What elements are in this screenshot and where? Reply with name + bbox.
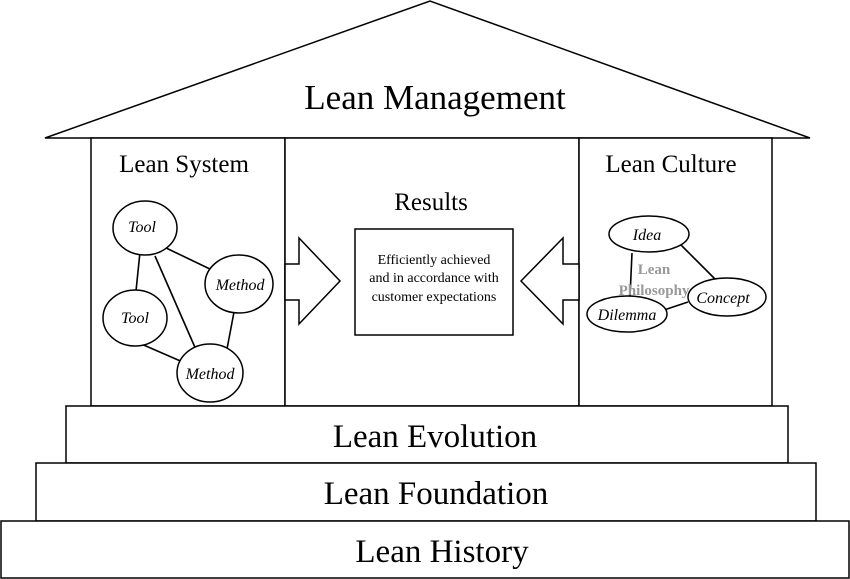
pillar-lean-culture [578, 137, 773, 407]
results-title: Results [394, 189, 468, 216]
lean-system-network: Tool Method Tool Method [102, 200, 274, 403]
edge-dilemma-concept [663, 301, 689, 311]
node-concept [687, 277, 767, 317]
lean-culture-title: Lean Culture [605, 151, 736, 178]
arrow-left-into-results [519, 236, 580, 326]
node-method-bottom [176, 343, 244, 403]
step-lean-history [0, 520, 850, 579]
step-lean-evolution [65, 405, 789, 464]
edge-method-right-method-bottom [226, 311, 235, 350]
node-tool-top [112, 200, 178, 256]
edge-tool-method-bottom [154, 255, 198, 353]
step-lean-evolution-label: Lean Evolution [333, 419, 537, 455]
results-line-2: and in accordance with [369, 271, 498, 286]
node-dilemma-label: Dilemma [597, 307, 657, 324]
step-lean-history-label: Lean History [355, 534, 529, 570]
edge-idea-dilemma [629, 252, 633, 298]
node-idea-label: Idea [632, 227, 661, 244]
edge-idea-concept [680, 244, 717, 281]
node-dilemma [586, 295, 668, 333]
lean-system-title: Lean System [119, 151, 249, 178]
node-concept-label: Concept [696, 290, 750, 307]
node-tool-left-label: Tool [121, 310, 149, 327]
edge-tool-left-method-bottom [138, 342, 186, 364]
node-method-right [204, 254, 274, 314]
lean-culture-network: Lean Philosophy Idea Dilemma Concept [586, 215, 767, 333]
arrow-right-into-results [284, 236, 342, 326]
results-box [354, 228, 514, 336]
edge-tool-method-right [163, 246, 213, 271]
lean-philosophy-line-1: Lean [638, 262, 671, 278]
results-line-1: Efficiently achieved [378, 253, 491, 268]
step-lean-foundation-label: Lean Foundation [324, 476, 549, 512]
node-method-right-label: Method [215, 277, 266, 294]
node-method-bottom-label: Method [185, 366, 236, 383]
node-idea [608, 215, 690, 253]
roof-title: Lean Management [304, 78, 566, 117]
roof [44, 0, 811, 139]
lean-philosophy-line-2: Philosophy [619, 283, 690, 299]
edge-tool-tool [135, 251, 141, 292]
node-tool-left [102, 289, 168, 347]
node-tool-top-label: Tool [128, 219, 156, 236]
results-line-3: customer expectations [372, 290, 497, 305]
